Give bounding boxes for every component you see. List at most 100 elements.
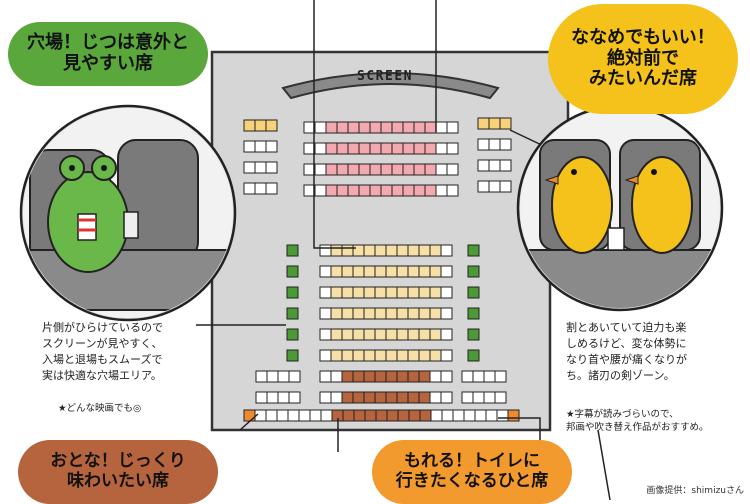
front-diagonal-title: ななめでもいい！ 絶対前で みたいんだ席 [548,4,738,114]
back-row-seat [430,409,443,422]
rear-center-seat [352,370,365,383]
front-left-seat [243,140,256,153]
front-center-seat [369,163,382,176]
rear-center-seat [385,265,398,278]
rear-center-seat [363,370,376,383]
side-aisle-seat [286,307,299,320]
rear-center-seat [319,265,332,278]
rear-center-seat [407,349,420,362]
rear-right-seat [483,370,496,383]
front-left-seat [265,161,278,174]
rear-center-seat [385,391,398,404]
back-row-seat [287,409,300,422]
front-center-seat [424,121,437,134]
side-aisle-seat [467,244,480,257]
rear-left-seat [288,391,301,404]
rear-center-seat [374,349,387,362]
rear-center-seat [330,349,343,362]
front-center-seat [325,184,338,197]
front-center-seat [446,121,459,134]
back-row-seat [419,409,432,422]
rear-center-seat [385,370,398,383]
rear-center-seat [374,244,387,257]
front-center-seat [380,121,393,134]
back-row-seat [397,409,410,422]
rear-center-seat [319,286,332,299]
rear-center-seat [429,265,442,278]
rear-center-seat [440,349,453,362]
front-center-seat [380,184,393,197]
rear-center-seat [352,349,365,362]
rear-center-seat [341,244,354,257]
front-left-seat [254,140,267,153]
rear-center-seat [341,391,354,404]
rear-center-seat [374,370,387,383]
side-aisle-note: ★どんな映画でも◎ [58,403,142,414]
rear-center-seat [440,370,453,383]
rear-center-seat [330,391,343,404]
side-aisle-seat [286,286,299,299]
rear-center-seat [429,370,442,383]
rear-center-seat [440,244,453,257]
front-center-seat [336,142,349,155]
front-center-seat [314,184,327,197]
front-center-seat [413,142,426,155]
front-center-seat [314,163,327,176]
rear-center-seat [407,328,420,341]
back-row-seat [474,409,487,422]
rear-center-seat [396,265,409,278]
front-center-seat [358,163,371,176]
front-center-seat [358,184,371,197]
rear-center-seat [440,265,453,278]
rear-center-seat [418,244,431,257]
rear-center-seat [363,244,376,257]
back-row-seat [463,409,476,422]
rear-center-seat [396,370,409,383]
front-center-seat [446,163,459,176]
rear-center-seat [363,328,376,341]
rear-center-seat [330,328,343,341]
rear-center-seat [396,307,409,320]
rear-center-seat [418,370,431,383]
rear-center-seat [440,286,453,299]
rear-center-seat [385,328,398,341]
front-center-seat [347,121,360,134]
frog-illustration [19,104,237,322]
rear-left-seat [266,370,279,383]
rear-center-seat [396,391,409,404]
front-center-seat [402,121,415,134]
front-center-seat [347,163,360,176]
front-center-seat [347,142,360,155]
screen-bar [281,72,500,100]
front-center-seat [325,163,338,176]
front-center-seat [380,142,393,155]
front-center-seat [369,121,382,134]
rear-center-seat [418,328,431,341]
rear-center-seat [407,370,420,383]
rear-center-seat [440,328,453,341]
front-center-seat [391,163,404,176]
seat-map [243,117,520,422]
front-center-seat [413,163,426,176]
side-aisle-seat [467,328,480,341]
front-right-seat [499,117,512,130]
rear-center-seat [374,286,387,299]
front-center-seat [391,121,404,134]
back-row-seat [507,409,520,422]
back-row-seat [452,409,465,422]
front-right-seat [499,159,512,172]
aisle-toilet-title: もれる！トイレに 行きたくなるひと席 [372,440,572,504]
rear-center-seat [341,370,354,383]
rear-right-seat [483,391,496,404]
rear-left-seat [288,370,301,383]
rear-center-seat [418,265,431,278]
front-left-seat [254,182,267,195]
front-center-seat [347,184,360,197]
back-row-seat [320,409,333,422]
front-center-seat [402,163,415,176]
rear-center-seat [418,286,431,299]
rear-center-seat [352,391,365,404]
rear-center-seat [374,307,387,320]
front-diagonal-description: 割とあいていて迫力も楽 しめるけど、変な体勢に なり首や腰が痛くなりが ち。諸刃… [566,321,687,382]
rear-center-seat [330,286,343,299]
